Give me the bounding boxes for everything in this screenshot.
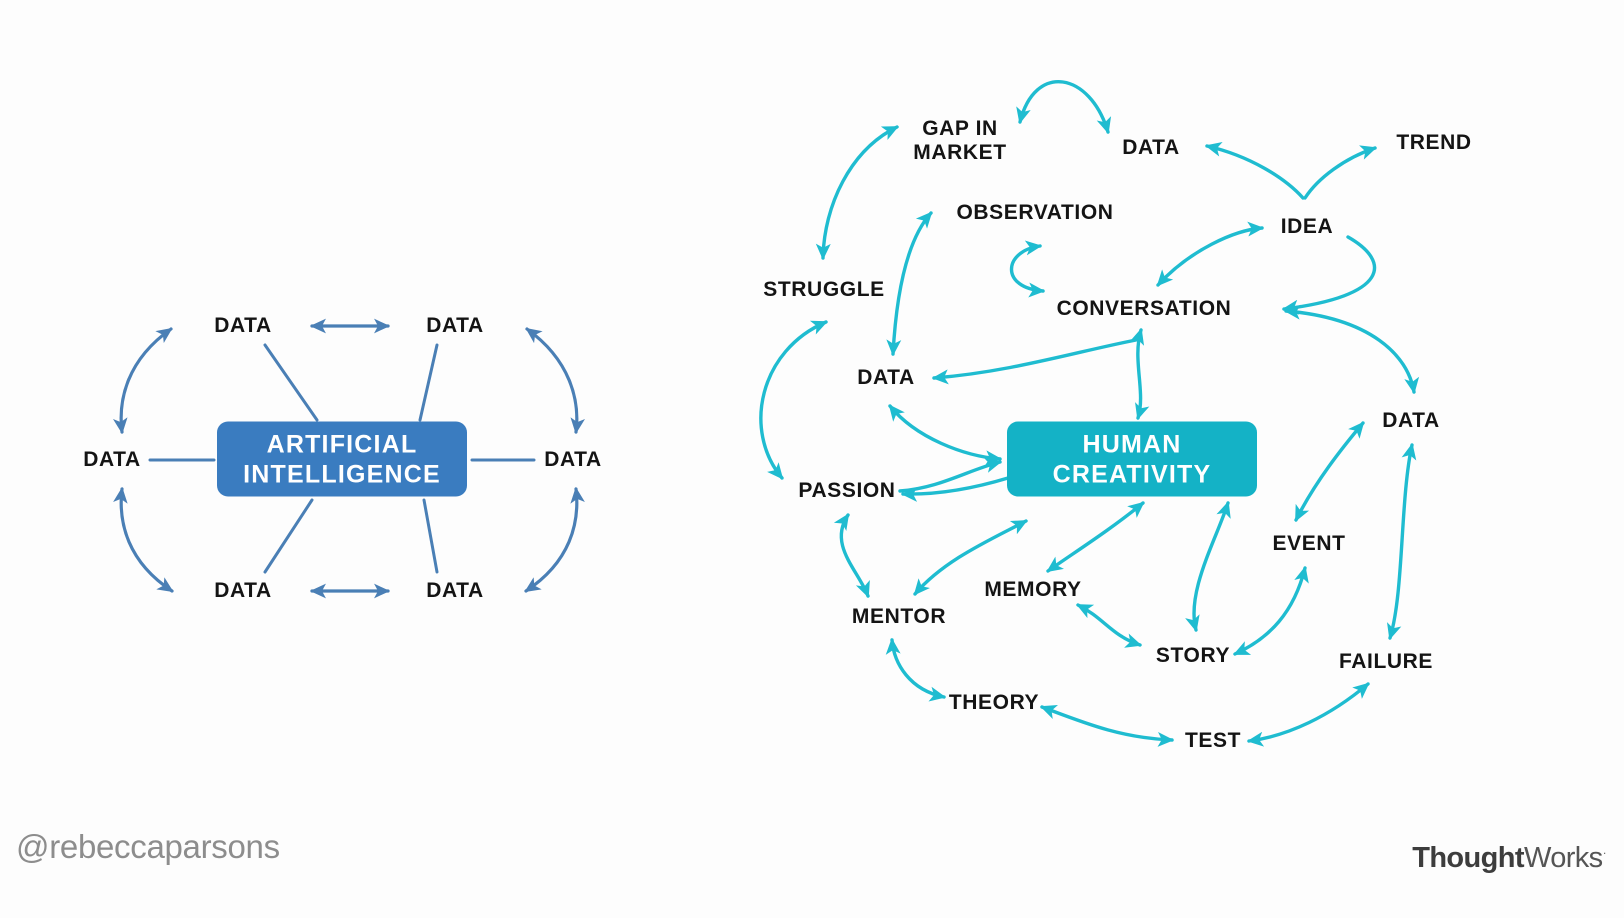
spoke-top-left <box>263 343 319 422</box>
hc-node-failure: FAILURE <box>1338 650 1434 674</box>
arc-event-story <box>1233 566 1309 656</box>
hc-box-line-2: CREATIVITY <box>1052 460 1212 488</box>
arc-conversation-to-dataright <box>1283 304 1420 395</box>
logo-regular-part: Works <box>1523 842 1603 874</box>
spoke-top-right <box>418 343 439 422</box>
arc-event-dataright <box>1294 421 1365 522</box>
arc-observation-data <box>886 211 933 357</box>
arc-observation-loop <box>1010 240 1046 298</box>
ai-box-line-1: ARTIFICIAL <box>266 430 418 458</box>
ai-box-line-2: INTELLIGENCE <box>243 460 441 488</box>
hc-node-struggle: STRUGGLE <box>763 278 885 302</box>
arc-right-lower <box>524 487 585 593</box>
arc-conversation-to-datamid <box>931 338 1138 385</box>
hc-node-gap-in-market: GAP IN MARKET <box>913 117 1006 165</box>
ai-node-data-top-left: DATA <box>214 314 272 338</box>
human-creativity-box: HUMAN CREATIVITY <box>1007 421 1257 497</box>
hc-node-idea: IDEA <box>1280 215 1334 239</box>
hc-node-conversation: CONVERSATION <box>1056 297 1232 321</box>
arc-data-to-gap <box>1016 80 1112 134</box>
ai-node-data-bottom-right: DATA <box>426 579 484 603</box>
arc-left-upper <box>113 327 173 434</box>
hc-node-test: TEST <box>1184 729 1242 753</box>
arc-datamid-hc <box>888 404 1003 466</box>
hc-node-passion: PASSION <box>798 479 896 503</box>
ai-node-data-left: DATA <box>83 448 141 472</box>
arc-trend-to-idea <box>1303 145 1377 200</box>
spoke-bottom-left <box>263 498 314 574</box>
hc-node-data-right: DATA <box>1382 409 1440 433</box>
arc-memory-story <box>1076 603 1142 648</box>
hc-node-gap-in-market-line-1: GAP IN <box>922 117 998 141</box>
hc-node-data-top: DATA <box>1122 136 1180 160</box>
speaker-handle-watermark: @rebeccaparsons <box>16 828 280 865</box>
arc-passion-to-hc <box>898 458 1002 493</box>
logo-bold-part: Thought <box>1412 842 1524 874</box>
hc-node-memory: MEMORY <box>984 578 1082 602</box>
arc-failure-test <box>1246 682 1370 747</box>
arc-passion-mentor <box>833 513 870 598</box>
arc-hc-memory <box>1046 501 1145 573</box>
arc-theory-mentor <box>885 637 946 702</box>
artificial-intelligence-box: ARTIFICIAL INTELLIGENCE <box>217 421 467 497</box>
ai-node-data-top-right: DATA <box>426 314 484 338</box>
hc-node-data-mid-left: DATA <box>857 366 915 390</box>
arc-conversation-hc <box>1129 328 1150 420</box>
hc-node-theory: THEORY <box>948 691 1040 715</box>
spoke-bottom-right <box>422 498 439 574</box>
arc-gap-struggle <box>815 125 899 261</box>
arc-struggle-passion <box>759 320 828 480</box>
arc-idea-to-conversation <box>1281 235 1377 315</box>
hc-node-mentor: MENTOR <box>851 605 947 629</box>
logo-registered-mark: · <box>1602 845 1607 860</box>
human-creativity-connectors <box>759 80 1420 747</box>
arc-left-lower <box>113 487 174 593</box>
arc-dataright-failure <box>1386 443 1417 640</box>
arc-right-upper <box>525 327 585 434</box>
ai-node-data-bottom-left: DATA <box>214 579 272 603</box>
arc-conversation-to-idea <box>1156 221 1265 287</box>
hc-node-gap-in-market-line-2: MARKET <box>913 141 1007 164</box>
arc-story-hc <box>1185 501 1231 632</box>
hc-node-trend: TREND <box>1396 131 1472 155</box>
hc-node-observation: OBSERVATION <box>956 201 1114 225</box>
hc-node-event: EVENT <box>1272 532 1346 556</box>
hc-box-line-1: HUMAN <box>1082 430 1182 458</box>
ai-node-data-right: DATA <box>544 448 602 472</box>
hc-node-story: STORY <box>1155 644 1231 668</box>
arc-test-theory <box>1040 705 1175 747</box>
thoughtworks-logo: ThoughtWorks· <box>1412 842 1606 875</box>
arc-hc-to-passion <box>900 476 1010 502</box>
arc-datatop-to-idea <box>1205 141 1305 200</box>
